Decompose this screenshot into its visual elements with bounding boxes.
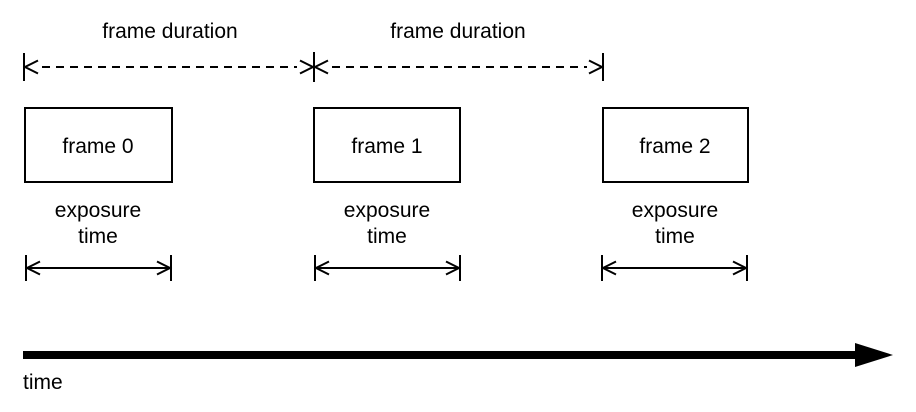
arrowhead-right-icon — [299, 59, 316, 75]
exposure-label-line2: time — [78, 225, 118, 248]
exposure-label-line1: exposure — [55, 199, 141, 222]
frame-box-label: frame 0 — [62, 135, 133, 158]
frame-box-label: frame 2 — [639, 135, 710, 158]
exposure-arrow-0 — [24, 255, 173, 281]
arrowhead-left-icon — [24, 260, 41, 276]
frame-duration-label-1: frame duration — [390, 20, 525, 43]
frame-box-1: frame 1 — [313, 107, 461, 183]
frame-box-0: frame 0 — [24, 107, 173, 183]
frame-duration-label-0: frame duration — [102, 20, 237, 43]
frame-duration-arrow-0 — [22, 52, 316, 82]
time-axis-arrowhead-icon — [855, 343, 893, 367]
time-axis-label: time — [23, 371, 63, 394]
frame-duration-arrow-1 — [312, 53, 605, 81]
arrowhead-left-icon — [312, 59, 329, 75]
exposure-arrow-2 — [600, 255, 749, 281]
frame-box-rect — [602, 107, 749, 183]
exposure-label-0: exposure time — [55, 199, 141, 248]
frame-box-label: frame 1 — [351, 135, 422, 158]
exposure-label-line2: time — [655, 225, 695, 248]
time-axis-arrow — [23, 343, 893, 367]
exposure-label-line1: exposure — [344, 199, 430, 222]
exposure-label-line1: exposure — [632, 199, 718, 222]
frame-box-rect — [24, 107, 173, 183]
arrowhead-left-icon — [313, 260, 330, 276]
exposure-label-line2: time — [367, 225, 407, 248]
exposure-label-1: exposure time — [344, 199, 430, 248]
arrowhead-right-icon — [588, 59, 605, 75]
frame-box-rect — [313, 107, 461, 183]
exposure-arrow-1 — [313, 255, 462, 281]
exposure-label-2: exposure time — [632, 199, 718, 248]
frame-box-2: frame 2 — [602, 107, 749, 183]
arrowhead-left-icon — [22, 59, 39, 75]
arrowhead-left-icon — [600, 260, 617, 276]
